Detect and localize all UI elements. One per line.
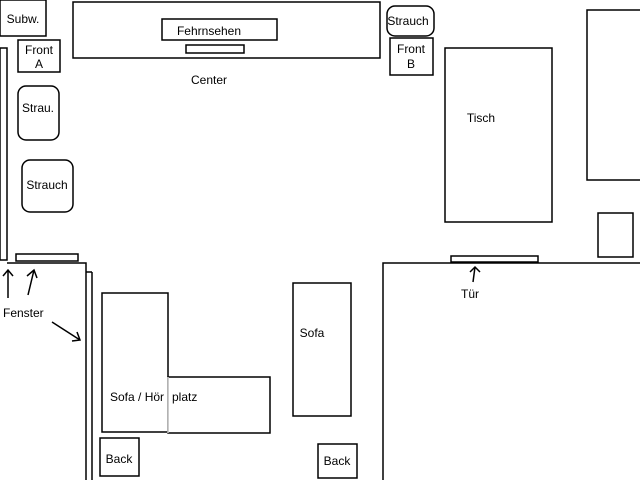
door-label: Tür bbox=[461, 287, 479, 301]
right-room-outline bbox=[586, 9, 640, 181]
center-label: Center bbox=[191, 73, 227, 87]
small-cabinet bbox=[597, 212, 634, 258]
window-label: Fenster bbox=[3, 306, 44, 320]
front-speaker-b: Front B bbox=[389, 37, 434, 76]
window-arrow-3 bbox=[51, 321, 82, 342]
tv-label: Fehrnsehen bbox=[177, 24, 241, 38]
door bbox=[450, 255, 539, 263]
subwoofer: Subw. bbox=[0, 0, 47, 37]
window-arrow-2 bbox=[26, 268, 38, 296]
back-speaker-left: Back bbox=[99, 437, 140, 477]
sofa: Sofa bbox=[292, 282, 352, 417]
shrub-top: Strauch bbox=[386, 5, 435, 37]
door-arrow bbox=[469, 265, 481, 283]
shrub-small-label: Strau. bbox=[22, 101, 54, 115]
tv bbox=[161, 18, 278, 41]
front-a-label-line2: A bbox=[35, 57, 43, 71]
back-speaker-right: Back bbox=[317, 443, 358, 479]
sofa-listening-position: Sofa / Hör platz bbox=[101, 292, 271, 434]
window-sill bbox=[15, 253, 79, 262]
front-speaker-a: Front A bbox=[17, 39, 61, 73]
sofa-label: Sofa bbox=[300, 326, 325, 340]
tv-cabinet: Fehrnsehen bbox=[72, 1, 381, 59]
shrub-small: Strau. bbox=[17, 85, 60, 141]
sofa-listening-label-suffix: platz bbox=[172, 390, 197, 404]
right-room-wall bbox=[382, 262, 640, 480]
front-a-label-line1: Front bbox=[25, 43, 54, 57]
shrub-left-label: Strauch bbox=[26, 178, 67, 192]
back-right-label: Back bbox=[324, 454, 352, 468]
center-speaker bbox=[185, 44, 245, 54]
shrub-left: Strauch bbox=[21, 159, 74, 213]
front-b-label-line2: B bbox=[407, 57, 415, 71]
left-wall-strip bbox=[0, 47, 8, 261]
shrub-top-label: Strauch bbox=[387, 14, 428, 28]
back-left-label: Back bbox=[106, 452, 134, 466]
table-label: Tisch bbox=[467, 111, 495, 125]
front-b-label-line1: Front bbox=[397, 42, 426, 56]
window-arrow-1 bbox=[2, 268, 14, 298]
subwoofer-label: Subw. bbox=[7, 12, 40, 26]
sofa-listening-label: Sofa / Hör bbox=[110, 390, 164, 404]
left-room-wall bbox=[7, 262, 87, 480]
table: Tisch bbox=[444, 47, 553, 223]
